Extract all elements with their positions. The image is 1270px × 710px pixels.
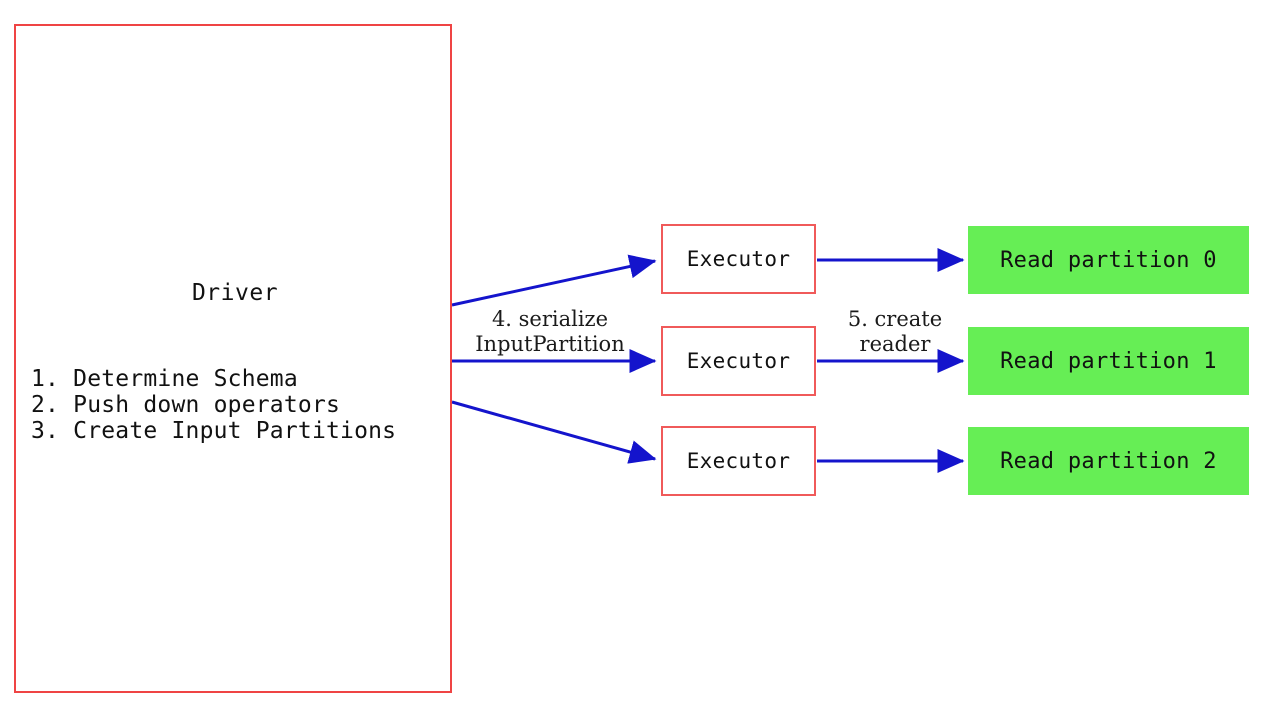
driver-box: Driver 1. Determine Schema 2. Push down … <box>14 24 452 693</box>
partition-box-2: Read partition 2 <box>968 427 1249 495</box>
driver-steps-list: 1. Determine Schema 2. Push down operato… <box>31 366 397 444</box>
partition-box-1: Read partition 1 <box>968 327 1249 395</box>
executor-box-1: Executor <box>661 224 816 294</box>
driver-title: Driver <box>191 280 279 306</box>
executor-box-2: Executor <box>661 326 816 396</box>
edge-label-create-reader: 5. create reader <box>847 307 943 356</box>
edge-label-serialize: 4. serialize InputPartition <box>475 307 625 356</box>
partition-box-0: Read partition 0 <box>968 226 1249 294</box>
arrow-driver-to-executor-1 <box>451 254 657 307</box>
executor-box-3: Executor <box>661 426 816 496</box>
arrow-driver-to-executor-3 <box>451 400 657 464</box>
